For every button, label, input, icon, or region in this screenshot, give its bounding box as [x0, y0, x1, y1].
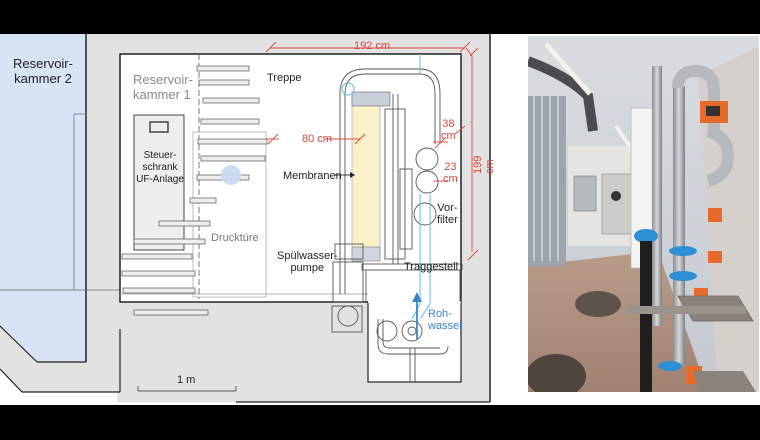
installation-photo — [528, 36, 759, 392]
stairs-label: Treppe — [267, 72, 302, 84]
control-cabinet-label: Steuer- schrank UF-Anlage — [136, 150, 184, 185]
raw-water-label: Roh- wasser — [428, 308, 463, 332]
membranes-label: Membranen — [283, 170, 342, 182]
photo-illustration — [528, 36, 759, 392]
dimension-38cm: 38 cm — [441, 118, 456, 142]
floor-plan-drawing — [0, 34, 491, 403]
pressure-door-label: Drucktüre — [211, 232, 259, 244]
reservoir-chamber-1-label: Reservoir- kammer 1 — [133, 72, 193, 102]
reservoir-chamber-2-label: Reservoir- kammer 2 — [13, 56, 73, 86]
scale-bar-label: 1 m — [177, 374, 196, 386]
dimension-23cm: 23 cm — [443, 161, 458, 185]
flush-pump-label: Spülwasser- pumpe — [277, 250, 338, 274]
width-dimension: 192 cm — [354, 40, 391, 52]
height-dimension: 199 cm — [472, 155, 496, 174]
figure-frame: Reservoir- kammer 2 Reservoir- kammer 1 … — [0, 34, 760, 405]
reservoir-chamber-2-area — [0, 34, 86, 362]
dimension-80cm: 80 cm — [302, 133, 332, 145]
floor-plan: Reservoir- kammer 2 Reservoir- kammer 1 … — [0, 34, 500, 405]
prefilter-label: Vor- filter — [437, 202, 458, 226]
lower-wall — [0, 319, 117, 392]
support-frame-label: Traggestell — [404, 261, 459, 273]
